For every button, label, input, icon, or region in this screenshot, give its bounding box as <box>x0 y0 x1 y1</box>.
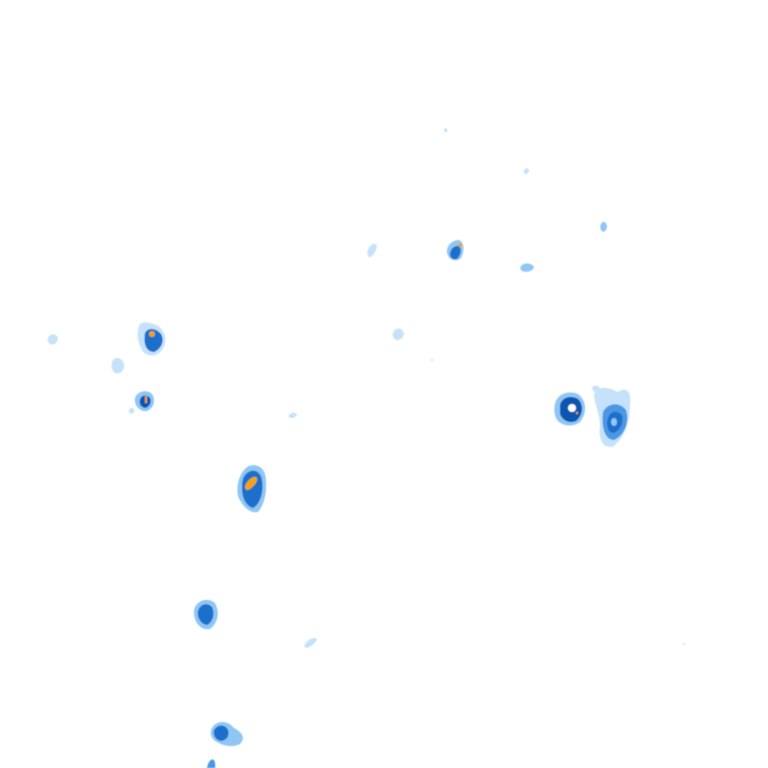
rain-hole <box>611 418 617 426</box>
rain-cell <box>446 240 464 261</box>
rain-speck <box>520 263 534 272</box>
rain-body <box>197 604 214 625</box>
rain-cell <box>207 722 243 768</box>
scattered-echoes <box>47 128 685 648</box>
rain-speck <box>683 643 685 645</box>
rain-cell <box>134 391 155 412</box>
rain-hole <box>568 404 576 412</box>
rain-speck <box>592 385 600 393</box>
rain-speck <box>367 243 377 258</box>
rain-speck <box>392 328 404 341</box>
rain-body <box>213 725 229 741</box>
rain-speck <box>600 221 607 232</box>
rain-speck <box>47 334 58 345</box>
rain-speck <box>431 359 433 361</box>
rain-cell <box>193 599 218 630</box>
rain-speck <box>111 358 125 374</box>
rain-speck <box>304 637 317 648</box>
rain-speck <box>524 168 529 175</box>
rain-speck <box>444 128 448 133</box>
rain-body <box>242 470 263 508</box>
rain-body <box>144 328 163 352</box>
rain-core <box>145 396 147 403</box>
rain-core <box>575 411 579 415</box>
rain-body <box>450 245 461 260</box>
rain-speck <box>129 407 135 414</box>
rain-fringe <box>207 759 216 768</box>
rain-speck <box>289 412 297 419</box>
rain-core <box>458 243 462 247</box>
rain-cell <box>137 322 166 356</box>
rain-core <box>149 331 155 337</box>
rain-cell <box>237 465 267 513</box>
rain-cell <box>554 392 586 426</box>
rain-core <box>244 476 258 490</box>
rain-cell <box>594 387 631 447</box>
